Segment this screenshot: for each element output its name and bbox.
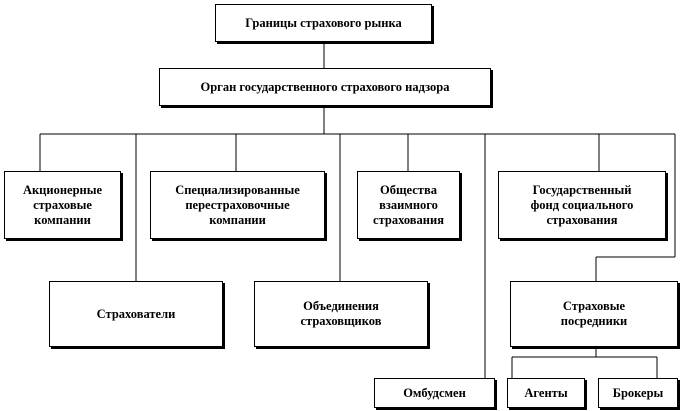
node-label: Специализированные перестраховочные комп… [175, 182, 300, 227]
node-label: Страховые посредники [560, 299, 628, 328]
node-market-boundaries: Границы страхового рынка [215, 4, 432, 42]
node-insurer-associations: Объединения страховщиков [254, 281, 428, 347]
node-intermediaries: Страховые посредники [510, 281, 678, 347]
node-label: Омбудсмен [403, 385, 466, 400]
node-label: Государственный фонд социального страхов… [530, 182, 634, 227]
node-agents: Агенты [507, 378, 585, 408]
node-label: Акционерные страховые компании [22, 182, 103, 227]
node-label: Агенты [524, 385, 568, 400]
node-label: Страхователи [96, 306, 176, 321]
node-state-social-fund: Государственный фонд социального страхов… [498, 171, 666, 239]
node-label: Орган государственного страхового надзор… [200, 79, 450, 94]
node-label: Общества взаимного страхования [373, 182, 444, 227]
node-mutual-societies: Общества взаимного страхования [357, 171, 460, 239]
node-label: Границы страхового рынка [245, 15, 402, 30]
node-label: Объединения страховщиков [300, 299, 382, 328]
node-supervision-authority: Орган государственного страхового надзор… [159, 68, 491, 106]
node-joint-stock-companies: Акционерные страховые компании [4, 171, 121, 239]
node-reinsurance-companies: Специализированные перестраховочные комп… [150, 171, 325, 239]
node-label: Брокеры [612, 385, 664, 400]
node-brokers: Брокеры [598, 378, 678, 408]
node-ombudsman: Омбудсмен [374, 378, 495, 408]
node-policyholders: Страхователи [49, 281, 223, 347]
